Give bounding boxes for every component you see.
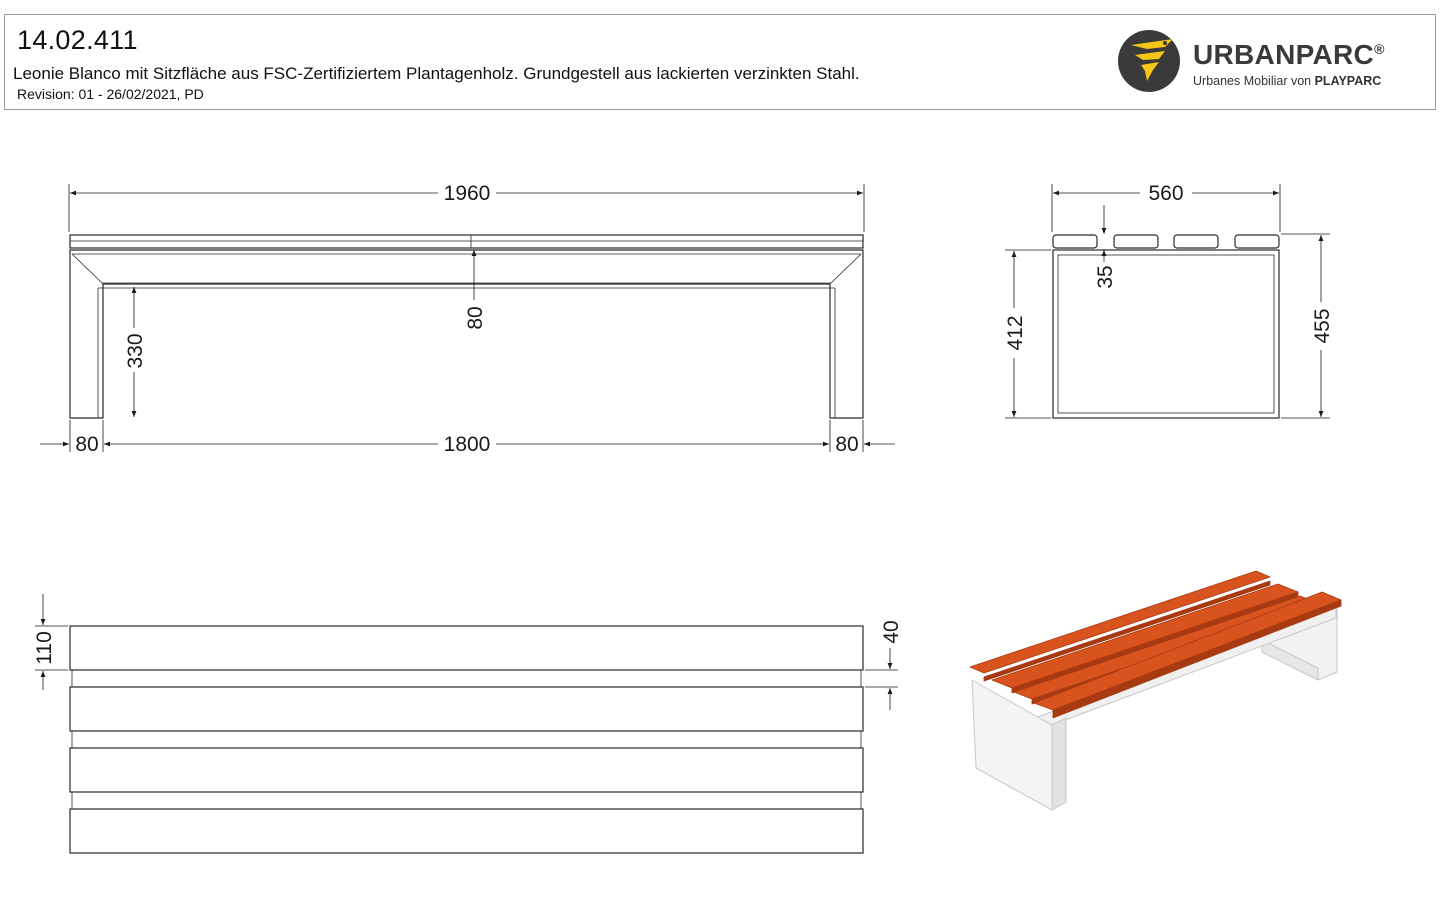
side-slat-1 bbox=[1052, 234, 1098, 249]
doc-number: 14.02.411 bbox=[17, 25, 138, 55]
dim-front-leg-right: 80 bbox=[835, 433, 858, 456]
dim-top-slat-width: 110 bbox=[33, 631, 56, 664]
urbanparc-logo: URBANPARC® Urbanes Mobiliar von PLAYPARC bbox=[1117, 29, 1407, 93]
front-dimensions bbox=[40, 184, 895, 452]
dim-front-length: 1960 bbox=[444, 182, 491, 205]
dim-front-clearance: 330 bbox=[124, 333, 147, 368]
dim-side-width: 560 bbox=[1148, 182, 1183, 205]
top-frame-gap-2 bbox=[71, 730, 862, 749]
dim-front-inner: 1800 bbox=[444, 433, 491, 456]
iso-slat-4-edge bbox=[1052, 599, 1342, 719]
side-view bbox=[1052, 234, 1280, 419]
dim-top-slat-gap: 40 bbox=[880, 620, 903, 643]
iso-wood-slats bbox=[969, 570, 1342, 719]
front-seat-slat bbox=[69, 234, 864, 249]
dim-side-frame-height: 412 bbox=[1004, 315, 1027, 350]
top-slat-1 bbox=[69, 625, 864, 671]
side-slat-2 bbox=[1113, 234, 1159, 249]
top-frame-gap-1 bbox=[71, 669, 862, 688]
side-dimensions bbox=[1005, 184, 1330, 419]
top-slat-2 bbox=[69, 686, 864, 732]
dim-side-slat-height: 35 bbox=[1094, 265, 1117, 288]
front-frame bbox=[69, 249, 864, 419]
brand-name: URBANPARC® bbox=[1193, 39, 1385, 70]
dim-front-frame-depth: 80 bbox=[464, 306, 487, 329]
iso-slat-1-edge bbox=[983, 580, 1271, 682]
brand-tagline: Urbanes Mobiliar von PLAYPARC bbox=[1193, 74, 1382, 88]
bird-logo-icon bbox=[1118, 30, 1180, 92]
side-frame bbox=[1052, 249, 1280, 419]
isometric-bench bbox=[969, 570, 1342, 811]
top-frame-gap-3 bbox=[71, 791, 862, 810]
side-slat-3 bbox=[1173, 234, 1219, 249]
title-block: 14.02.411 Leonie Blanco mit Sitzfläche a… bbox=[4, 14, 1436, 110]
dim-side-total-height: 455 bbox=[1311, 308, 1334, 343]
top-slat-4 bbox=[69, 808, 864, 854]
dim-front-leg-left: 80 bbox=[75, 433, 98, 456]
side-slat-4 bbox=[1234, 234, 1280, 249]
iso-slat-1 bbox=[969, 570, 1271, 674]
top-dimensions bbox=[35, 594, 898, 710]
doc-description: Leonie Blanco mit Sitzfläche aus FSC-Zer… bbox=[13, 64, 860, 83]
top-slat-3 bbox=[69, 747, 864, 793]
front-view bbox=[69, 234, 864, 419]
top-view bbox=[69, 625, 864, 854]
doc-revision: Revision: 01 - 26/02/2021, PD bbox=[17, 86, 204, 102]
